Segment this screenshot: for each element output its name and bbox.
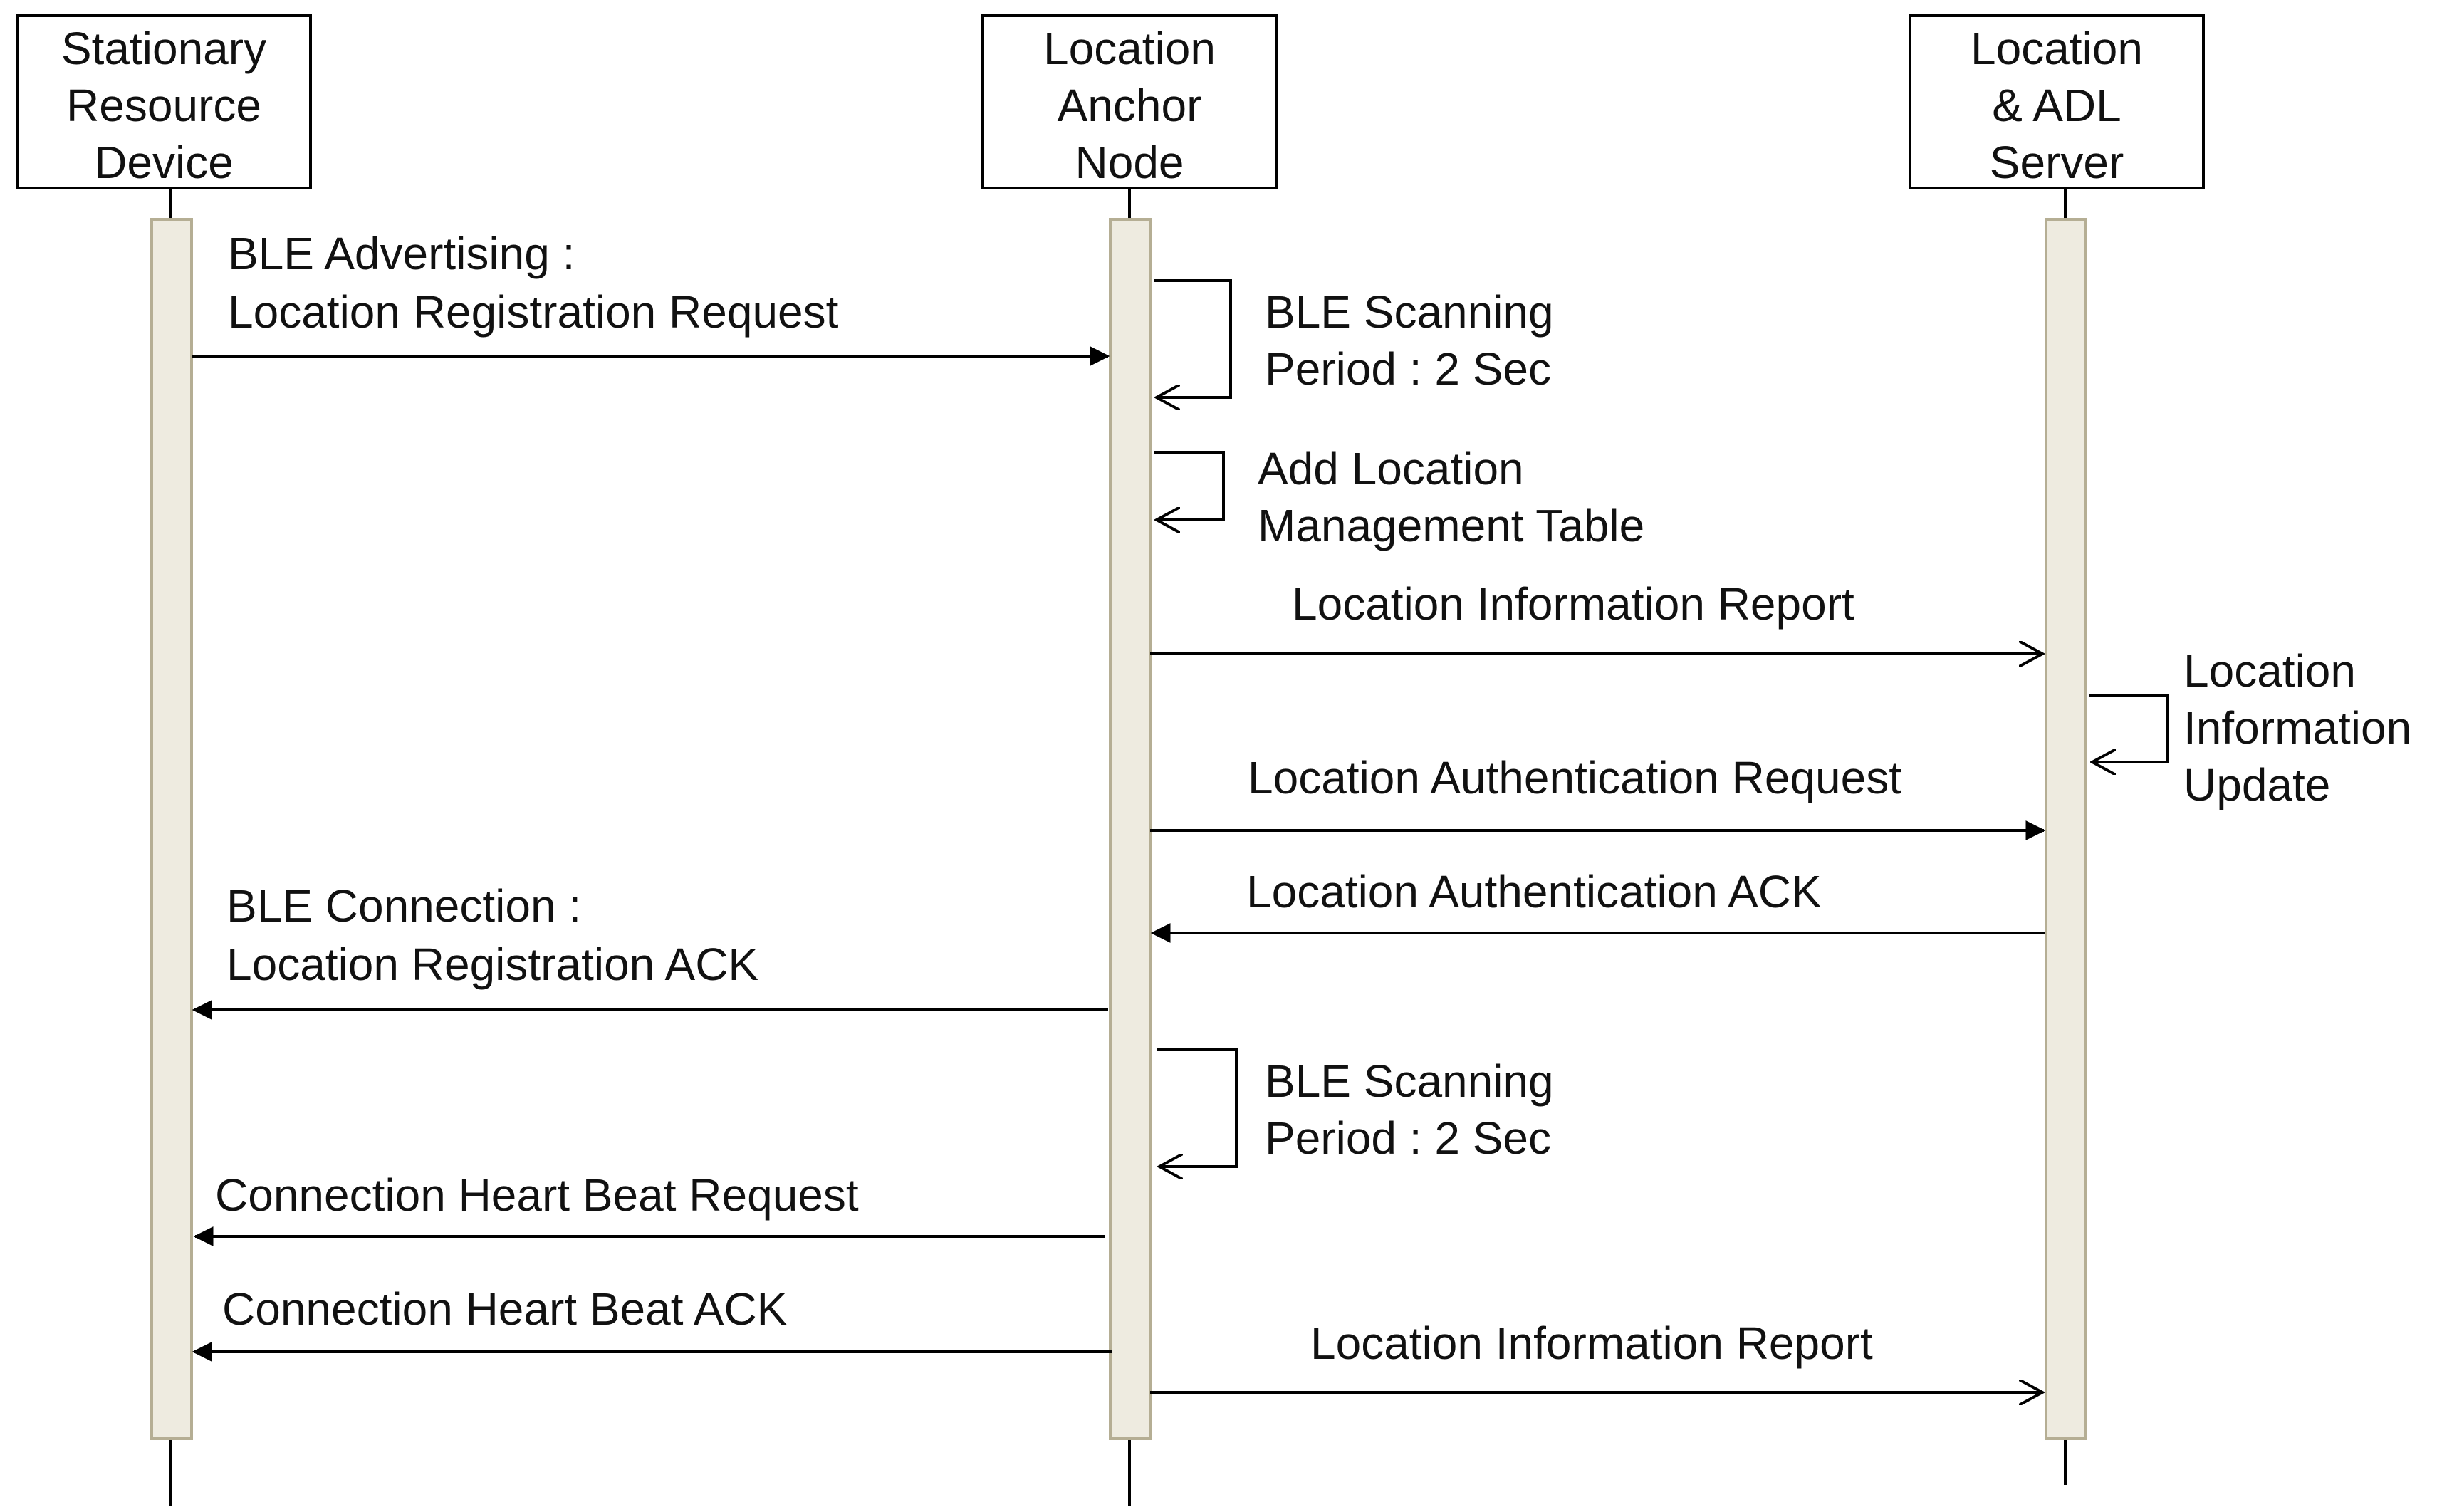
participant-box	[981, 14, 1278, 189]
self-message-ble-scanning-2: BLE Scanning Period : 2 Sec	[1157, 1048, 1554, 1167]
message-label-line: Management Table	[1258, 500, 1644, 551]
message-label-line: Location Registration Request	[228, 286, 839, 338]
message-label-line: BLE Scanning	[1265, 286, 1554, 338]
message-location-authentication-request: Location Authentication Request	[1150, 752, 2046, 840]
participant-label-line: Stationary	[61, 23, 266, 74]
message-label-line: BLE Connection :	[226, 880, 581, 932]
message-label-line: Information	[2183, 702, 2411, 754]
participant-label-line: Location	[1043, 23, 1216, 74]
activation-bar-location-adl-server	[2045, 218, 2087, 1440]
message-label-line: Connection Heart Beat ACK	[222, 1283, 787, 1335]
participant-location-adl-server: Location & ADL Server	[1909, 14, 2205, 189]
self-message-arrow	[1154, 451, 1225, 520]
message-label-line: Location Registration ACK	[226, 939, 758, 990]
activation-bar-location-anchor-node	[1109, 218, 1152, 1440]
message-location-authentication-ack: Location Authentication ACK	[1150, 866, 2045, 943]
self-message-location-information-update: Location Information Update	[2089, 645, 2411, 810]
message-label-line: BLE Advertising :	[228, 228, 575, 279]
self-message-add-location: Add Location Management Table	[1154, 443, 1644, 551]
participant-stationary-resource-device: Stationary Resource Device	[16, 14, 312, 189]
participant-label-line: Anchor	[1058, 80, 1202, 131]
message-label-line: Location Information Report	[1292, 578, 1854, 630]
message-label-line: Location	[2183, 645, 2356, 697]
message-label-line: Location Authentication ACK	[1246, 866, 1822, 917]
message-label-line: Update	[2183, 759, 2330, 810]
participant-box	[16, 14, 312, 189]
message-connection-heart-beat-request: Connection Heart Beat Request	[193, 1169, 1105, 1246]
participant-label-line: Server	[1990, 137, 2124, 188]
message-ble-connection: BLE Connection : Location Registration A…	[192, 880, 1108, 1020]
activation-bar-stationary-resource-device	[150, 218, 193, 1440]
message-label-line: Connection Heart Beat Request	[215, 1169, 859, 1221]
participant-label-line: Device	[94, 137, 234, 188]
message-connection-heart-beat-ack: Connection Heart Beat ACK	[192, 1283, 1112, 1362]
participant-label-line: Location	[1971, 23, 2143, 74]
participant-label-line: Node	[1075, 137, 1184, 188]
message-label-line: Period : 2 Sec	[1265, 1112, 1551, 1164]
self-message-arrow	[1154, 279, 1232, 397]
self-message-arrow	[1157, 1048, 1238, 1167]
participant-label-line: & ADL	[1992, 80, 2121, 131]
participant-label-line: Resource	[66, 80, 261, 131]
message-label-line: Period : 2 Sec	[1265, 343, 1551, 395]
message-label-line: Add Location	[1258, 443, 1524, 494]
message-ble-advertising: BLE Advertising : Location Registration …	[192, 228, 1110, 366]
self-message-arrow	[2089, 694, 2169, 762]
self-message-ble-scanning: BLE Scanning Period : 2 Sec	[1154, 279, 1554, 397]
message-label-line: Location Authentication Request	[1248, 752, 1901, 803]
message-label-line: Location Information Report	[1310, 1318, 1873, 1369]
message-location-information-report: Location Information Report	[1150, 578, 2042, 654]
message-location-information-report-2: Location Information Report	[1150, 1318, 2042, 1392]
participant-box	[1909, 14, 2205, 189]
participant-location-anchor-node: Location Anchor Node	[981, 14, 1278, 189]
message-label-line: BLE Scanning	[1265, 1055, 1554, 1107]
